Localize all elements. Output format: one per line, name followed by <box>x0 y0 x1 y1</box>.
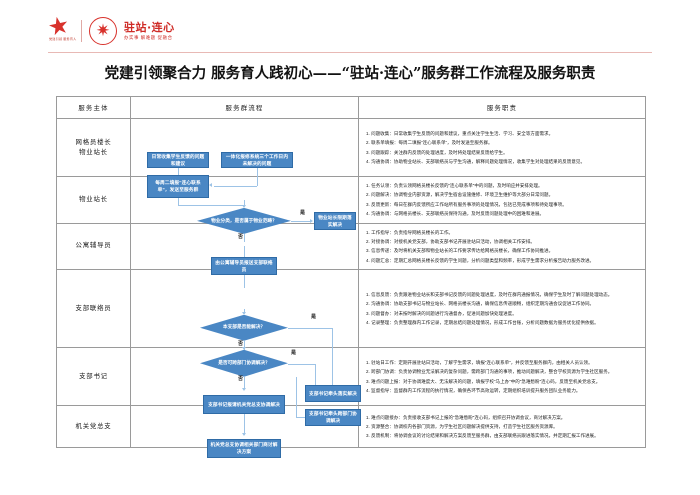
branch-label-yes: 是 <box>311 313 317 320</box>
duty-line: 2. 问题解决：协调物业内部资源，解决学生宿舍设施维修、环境卫生维护等大部分日常… <box>366 192 554 198</box>
node-secretary-lead-resolve: 支部书记牵头落实解决 <box>305 384 361 402</box>
duty-line: 3. 问题督办：对未按时解决的问题进行沟通督办，促进问题加快处理进度。 <box>366 310 517 316</box>
subject-line: 物业站长 <box>79 195 108 203</box>
arrow-into-request-node <box>241 387 246 391</box>
brand-name: 驻站·连心 <box>124 20 175 34</box>
table-row: 支部书记 支部书记报请机关党总支协调解决 支部书记牵头落实解决 支部书记牵头跨部… <box>56 347 646 435</box>
node-general-branch-coordinate: 机关党总支协调相关部门商讨解决方案 <box>207 438 281 458</box>
row-subject-cell: 物业站长 <box>56 176 131 224</box>
arrow-into-decision <box>241 204 246 208</box>
table-row: 网格员楼长 物业站长 日常收集学生反馈的问题和建议 一体化报修系统三个工作日内未… <box>56 118 646 206</box>
row-flow-cell: 支部书记报请机关党总支协调解决 支部书记牵头落实解决 支部书记牵头跨部门协调解决 <box>130 347 361 435</box>
row-flow-cell: 物业分类，是否属于物业范畴？ 是 物业站长限期落实解决 否 <box>130 176 359 242</box>
row-subject-cell: 支部书记 <box>56 347 131 407</box>
page-title: 党建引领聚合力 服务育人践初心——“驻站·连心”服务群工作流程及服务职责 <box>104 65 596 82</box>
row-duty-cell: 1. 难点问题接办：负责接收支部书记上报的“急难愁盼”连心码，组织召开协调会议，… <box>358 405 646 449</box>
duty-line: 1. 工作指导：负责指导网格员楼长的工作。 <box>366 229 454 235</box>
connector-node1-to-node3 <box>178 167 179 175</box>
brand-tagline: 办实事 解难题 促融合 <box>124 34 173 40</box>
row-subject-cell: 网格员楼长 物业站长 <box>56 118 131 177</box>
branch-label-no: 否 <box>238 340 244 347</box>
duty-line: 1. 信息反馈：负责跟进物业站长和支部书记反馈的问题处理进度，及时在群内通报情况… <box>366 291 613 297</box>
duty-line: 2. 跨部门协调：负责协调物业无法解决的复杂问题，需跨部门沟通的事项，推动问题解… <box>366 369 613 375</box>
duty-line: 3. 信息传递：及时将机关支部和物业站长的工作要求传达给网格员楼长，确保工作协同… <box>366 248 554 254</box>
node-integrated-system: 一体化报修系统三个工作日内未解决的问题 <box>221 151 293 168</box>
connector-in-row3 <box>244 246 245 258</box>
arrow-into-general-branch <box>241 432 246 436</box>
connector-from-yes1 <box>332 376 333 385</box>
subject-line: 支部联络员 <box>75 304 112 312</box>
duty-line: 4. 记录整理：负责整理群内工作记录，定期总结问题处理情况，形成工作台账，分析问… <box>366 320 599 326</box>
duty-line: 1. 驻站日工作：定期开展驻站日活动，了解学生需求，填报“连心联系单”，并反馈至… <box>366 359 593 365</box>
duty-line: 1. 任务认领：负责认领网格员楼长反馈的“连心联系单”中的问题，及时响应并安排处… <box>366 183 543 188</box>
row-flow-cell: 本支部是否能解决？ 是 否 是否可跨部门协调解决？ 是 否 <box>130 269 359 387</box>
row-flow-cell: 日常收集学生反馈的问题和建议 一体化报修系统三个工作日内未解决的问题 每周二填报… <box>130 118 359 206</box>
subject-line: 机关党总支 <box>75 422 112 430</box>
red-star-icon: ★ 党建引领 服务育人 <box>45 11 77 46</box>
table-row: 公寓辅导员 由公寓辅导员报送支部联络员 1. 工作指导：负责指导网格员楼长的工作… <box>56 222 646 289</box>
brand-logo: ★ 党建引领 服务育人 ✷ 驻站·连心 办实事 解难题 促融合 <box>45 11 175 48</box>
connector-no1-v <box>244 340 245 350</box>
subject-line: 网格员楼长 <box>75 138 112 146</box>
duty-line: 2. 对接协调：对接机关党支部，协助支部书记开展驻站日活动，协调相关工作安排。 <box>366 239 535 245</box>
brand-wordmark: 驻站·连心 办实事 解难题 促融合 <box>124 17 175 45</box>
table-row: 机关党总支 机关党总支协调相关部门商讨解决方案 1. 难点问题接办：负责接收支部… <box>56 405 646 458</box>
duty-line: 4. 沟通协调：协助物业站长、支部联络员与学生沟通，解释问题处理情况，收集学生对… <box>366 158 585 164</box>
row-duty-cell: 1. 信息反馈：负责跟进物业站长和支部书记反馈的问题处理进度，及时在群内通报情况… <box>358 269 646 349</box>
star-caption: 党建引领 服务育人 <box>49 37 77 41</box>
connector-in-row4 <box>244 308 245 313</box>
col-header-flow: 服务群流程 <box>130 96 359 119</box>
logo-divider <box>81 20 82 42</box>
row-flow-cell: 由公寓辅导员报送支部联络员 <box>130 222 359 289</box>
duty-line: 1. 难点问题接办：负责接收支部书记上报的“急难愁盼”连心码，组织召开协调会议，… <box>366 414 566 420</box>
connector-yes-h <box>291 220 311 222</box>
table-row: 物业站长 物业分类，是否属于物业范畴？ 是 物业站长限期落实解决 否 <box>56 176 646 242</box>
subject-line: 物业站长 <box>79 148 108 156</box>
emblem-star-icon: ✷ <box>95 20 111 40</box>
duty-line: 4. 沟通协调：与网格员楼长、支部联络员保持沟通，及时反馈问题处理中的困难和进展… <box>366 211 545 217</box>
connector-yes1-h <box>288 327 333 329</box>
row-duty-cell: 1. 问题收集：日常收集学生反馈的问题和建议，重点关注学生生活、学习、安全等方面… <box>358 118 646 177</box>
subject-line: 公寓辅导员 <box>75 242 112 250</box>
workflow-table: 服务主体 服务群流程 服务职责 网格员楼长 物业站长 日常收集学生反馈的问题和建… <box>56 96 646 458</box>
row-subject-cell: 支部联络员 <box>56 269 131 349</box>
branch-label-yes: 是 <box>300 209 306 216</box>
arrow-into-resolve <box>310 218 313 223</box>
row-duty-cell: 1. 驻站日工作：定期开展驻站日活动，了解学生需求，填报“连心联系单”，并反馈至… <box>358 347 646 407</box>
node-daily-collect: 日常收集学生反馈的问题和建议 <box>147 151 209 168</box>
duty-line: 2. 联系单填报：每周二填报“连心联系单”，及时发送至服务群。 <box>366 140 493 146</box>
duty-line: 2. 资源整合：协调校内各部门资源，为学生社区问题解决提供支持，打造学生社区服务… <box>366 424 558 430</box>
connector-from-yes2 <box>296 376 297 418</box>
col-header-subject: 服务主体 <box>56 96 131 119</box>
duty-line: 3. 反馈机制：将协调会议的讨论结果和解决方案反馈至服务群，由支部联络员跟进落实… <box>366 433 599 439</box>
row-subject-cell: 机关党总支 <box>56 405 131 449</box>
connector-in-row6 <box>244 426 245 434</box>
connector-in-row5 <box>244 376 245 389</box>
row-duty-cell: 1. 任务认领：负责认领网格员楼长反馈的“连心联系单”中的问题，及时响应并安排处… <box>358 176 646 224</box>
header-divider <box>48 52 652 53</box>
col-header-duty: 服务职责 <box>358 96 646 119</box>
duty-line: 3. 反馈更新：每日在群内反馈所应工作站所有服务事项的处理情况，包括已完成事项和… <box>366 201 567 207</box>
duty-line: 2. 沟通协调：协助支部书记与物业站长、网格员楼长沟通，确保信息传递顺畅，组织定… <box>366 301 595 307</box>
arrow-into-decision1 <box>241 311 246 315</box>
decision-branch-can-solve: 本支部是否能解决？ <box>200 314 288 341</box>
duty-line: 4. 监督指导：监督群内工作流程的执行情况，确保各环节高效运转，定期组织培训提升… <box>366 388 581 394</box>
duty-line: 1. 问题收集：日常收集学生反馈的问题和建议，重点关注学生生活、学习、安全等方面… <box>366 130 554 136</box>
subject-line: 支部书记 <box>79 372 108 380</box>
table-header-row: 服务主体 服务群流程 服务职责 <box>56 96 646 119</box>
row-duty-cell: 1. 工作指导：负责指导网格员楼长的工作。 2. 对接协调：对接机关党支部，协助… <box>358 222 646 271</box>
connector-in-row2 <box>244 199 245 206</box>
row-flow-cell: 机关党总支协调相关部门商讨解决方案 <box>130 405 359 458</box>
circle-star-emblem-icon: ✷ <box>89 17 117 45</box>
duty-line: 4. 问题汇总：定期汇总网格员楼长反馈的学生问题，分析问题类型和频率，形成学生需… <box>366 257 595 263</box>
duty-line: 3. 问题跟踪：关注群内反馈的处理进度，及时将处理结果反馈给学生。 <box>366 149 508 155</box>
duty-line: 3. 难点问题上报：对于协调难度大、无法解决的问题，填报学校“马上办”中的“急难… <box>366 378 601 384</box>
table-row: 支部联络员 本支部是否能解决？ 是 否 是否可跨部门协调解决？ 是 <box>56 269 646 387</box>
row-subject-cell: 公寓辅导员 <box>56 222 131 271</box>
